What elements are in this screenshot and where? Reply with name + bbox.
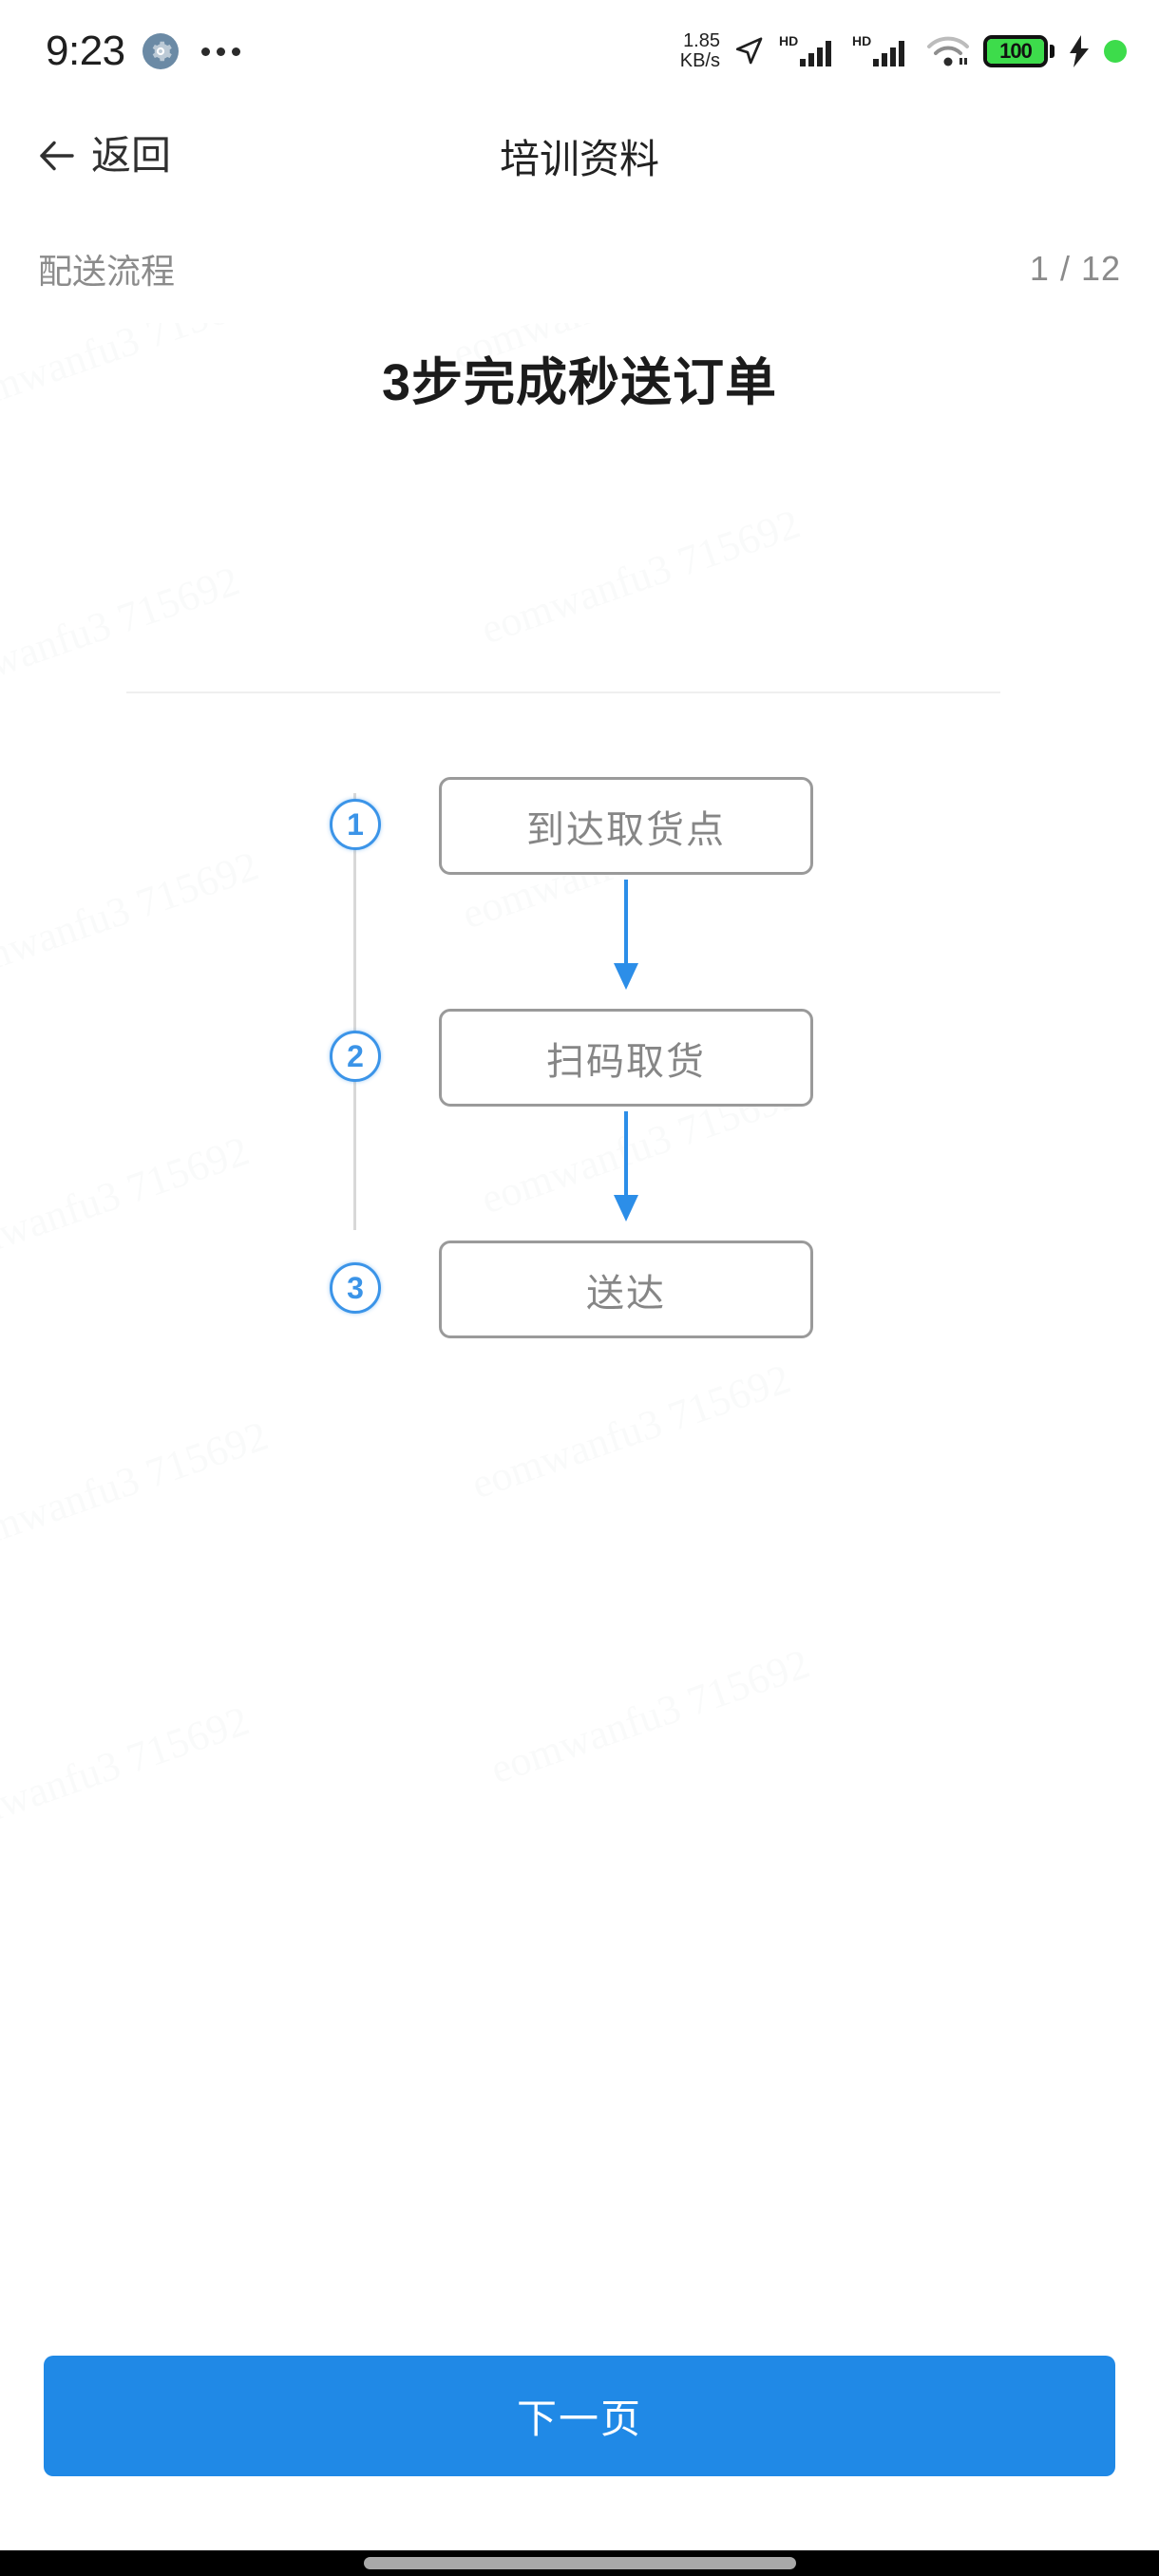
step-marker-2: 2 <box>319 1020 391 1092</box>
system-navigation-bar <box>0 2550 1159 2576</box>
signal-bars-icon-sim2: HD <box>852 33 904 66</box>
flow-arrow-1-to-2 <box>610 880 642 992</box>
watermark-text: eomwanfu3 715692 <box>466 1354 796 1508</box>
slide-content: eomwanfu3 715692 eomwanfu3 715692 eomwan… <box>0 323 1159 2308</box>
flow-arrow-2-to-3 <box>610 1111 642 1223</box>
next-page-button[interactable]: 下一页 <box>44 2356 1115 2476</box>
slide-category-label: 配送流程 <box>38 252 176 291</box>
gear-icon <box>142 33 179 69</box>
battery-indicator: 100 <box>983 35 1054 67</box>
more-dots-icon <box>200 47 240 56</box>
page-indicator: 1 / 12 <box>1029 249 1121 288</box>
status-bar: 9:23 1.85 KB/s HD <box>0 0 1159 103</box>
watermark-text: eomwanfu3 715692 <box>475 500 806 653</box>
lightning-bolt-icon <box>1070 35 1089 67</box>
step-circle-1: 1 <box>330 799 381 850</box>
arrow-shaft <box>624 880 628 967</box>
slide-heading: 3步完成秒送订单 <box>381 354 778 411</box>
slide-meta-bar: 配送流程 1 / 12 <box>0 236 1159 302</box>
page-title: 培训资料 <box>499 136 659 181</box>
flow-diagram: 1 到达取货点 2 扫码取货 <box>0 731 1159 1338</box>
flow-node-2-label: 扫码取货 <box>546 1040 706 1083</box>
slide-divider <box>126 691 1000 693</box>
back-button-label: 返回 <box>91 133 172 178</box>
wifi-icon <box>927 36 969 66</box>
watermark-text: eomwanfu3 715692 <box>484 1639 815 1793</box>
navigation-arrow-icon <box>735 37 763 65</box>
arrow-head <box>614 963 638 990</box>
flow-node-3-label: 送达 <box>586 1272 666 1315</box>
step-number-1: 1 <box>347 807 364 842</box>
battery-cap <box>1050 45 1054 58</box>
flow-step-3: 3 送达 <box>0 1241 1159 1354</box>
flow-node-1: 到达取货点 <box>439 777 813 875</box>
battery-level-text: 100 <box>999 39 1033 63</box>
flow-node-1-label: 到达取货点 <box>526 808 726 851</box>
watermark-text: eomwanfu3 715692 <box>0 557 245 710</box>
app-header: 返回 培训资料 <box>0 103 1159 209</box>
status-clock: 9:23 <box>46 28 125 74</box>
watermark-text: eomwanfu3 715692 <box>0 1696 255 1850</box>
status-bar-right: 1.85 KB/s HD HD <box>680 31 1127 71</box>
step-circle-3: 3 <box>330 1262 381 1314</box>
arrow-head <box>614 1195 638 1222</box>
back-button[interactable]: 返回 <box>34 103 171 209</box>
signal-bars-icon-sim1: HD <box>779 33 831 66</box>
battery-fill <box>987 39 1044 64</box>
flow-step-2: 2 扫码取货 <box>0 1009 1159 1123</box>
home-indicator-pill[interactable] <box>363 2557 796 2569</box>
flow-node-2: 扫码取货 <box>439 1009 813 1107</box>
step-marker-3: 3 <box>319 1252 391 1324</box>
network-speed-indicator: 1.85 KB/s <box>680 31 720 71</box>
svg-text:HD: HD <box>779 33 798 48</box>
footer-bar: 下一页 <box>0 2308 1159 2550</box>
step-number-2: 2 <box>347 1039 364 1073</box>
flow-rail-line <box>353 793 356 1230</box>
battery-body: 100 <box>983 35 1048 67</box>
status-bar-left: 9:23 <box>46 30 240 72</box>
arrow-left-icon <box>40 141 74 171</box>
watermark-text: eomwanfu3 715692 <box>0 1411 274 1565</box>
arrow-shaft <box>624 1111 628 1199</box>
step-circle-2: 2 <box>330 1031 381 1082</box>
svg-text:HD: HD <box>852 33 871 48</box>
step-marker-1: 1 <box>319 788 391 861</box>
green-status-dot <box>1104 40 1127 63</box>
flow-node-3: 送达 <box>439 1241 813 1338</box>
step-number-3: 3 <box>347 1271 364 1305</box>
network-speed-value: 1.85 <box>683 30 720 51</box>
flow-step-1: 1 到达取货点 <box>0 777 1159 891</box>
network-speed-unit: KB/s <box>679 50 720 71</box>
